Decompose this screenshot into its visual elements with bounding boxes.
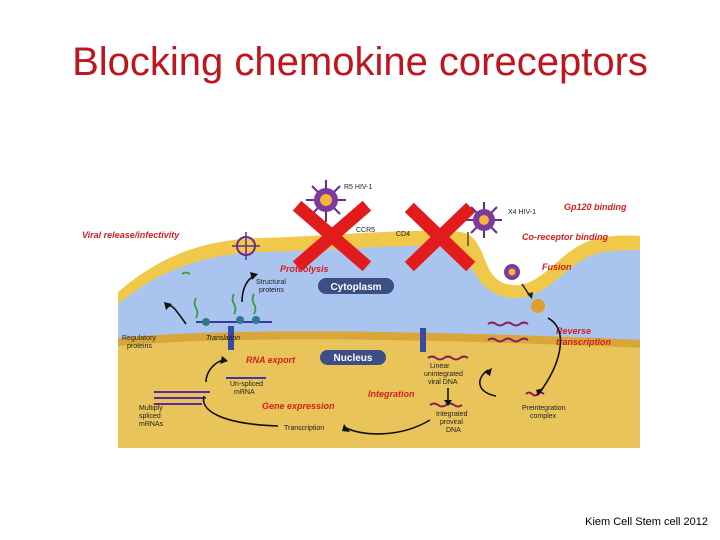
step-viral-release: Viral release/infectivity [82,230,180,240]
r5-virus-icon [306,180,346,222]
linear-dna-label-3: viral DNA [428,379,458,386]
nucleus-region [118,339,640,448]
step-reverse-transcription-1: Reverse [556,326,591,336]
step-proteolysis: Proteolysis [280,264,329,274]
r5-virus-label: R5 HIV-1 [344,184,373,191]
regulatory-proteins-label-1: Regulatory [122,335,156,342]
mrna-strands [154,316,272,405]
preintegration-label-2: complex [530,413,557,420]
structural-proteins-label-1: Structural [256,279,286,286]
step-coreceptor-binding: Co-receptor binding [522,232,608,242]
multiply-spliced-label-3: mRNAs [139,421,164,428]
arrow-heads [164,272,544,432]
multiply-spliced-label-1: Multiply [139,405,163,412]
ccr5-label: CCR5 [356,227,375,234]
budding-virus-icon [232,232,260,260]
block-x-icon-r5 [292,200,372,272]
multiply-spliced-label-2: spliced [139,413,161,420]
integrated-dna-label-3: DNA [446,427,461,434]
cell-body [118,180,640,448]
integrated-dna-label-1: Integrated [436,411,468,418]
nuclear-pore [420,328,426,352]
unspliced-label-1: Un-spliced [230,381,263,388]
nucleus-pill [320,350,386,365]
x4-virus-label: X4 HIV-1 [508,209,536,216]
protein-chains [181,271,257,319]
linear-dna-label-2: unintegrated [424,371,463,378]
slide-title: Blocking chemokine coreceptors [72,40,648,84]
step-fusion: Fusion [542,262,572,272]
nucleus-label: Nucleus [334,353,373,364]
nuclear-pore [228,326,234,350]
translation-label: Translation [206,335,240,342]
uncoated-core-icon [531,299,545,313]
cytoplasm-label: Cytoplasm [330,282,381,293]
cd4-label: CD4 [396,231,410,238]
step-gp120-binding: Gp120 binding [564,202,627,212]
step-reverse-transcription-2: transcription [556,337,612,347]
transcription-label: Transcription [284,425,324,432]
step-integration: Integration [368,389,415,399]
unspliced-label-2: mRNA [234,389,255,396]
integrated-dna-label-2: proviral [440,419,463,426]
step-gene-expression: Gene expression [262,401,335,411]
x4-virus-icon [466,202,502,238]
linear-dna-label-1: Linear [430,363,450,370]
step-rna-export: RNA export [246,355,296,365]
regulatory-proteins-label-2: proteins [127,343,152,350]
cytoplasm-pill [318,278,394,294]
citation: Kiem Cell Stem cell 2012 [585,516,708,528]
structural-proteins-label-2: proteins [259,287,284,294]
viral-dna-strands [427,321,545,408]
block-x-icon-x4 [404,202,476,272]
preintegration-label-1: Preintegration [522,405,566,412]
